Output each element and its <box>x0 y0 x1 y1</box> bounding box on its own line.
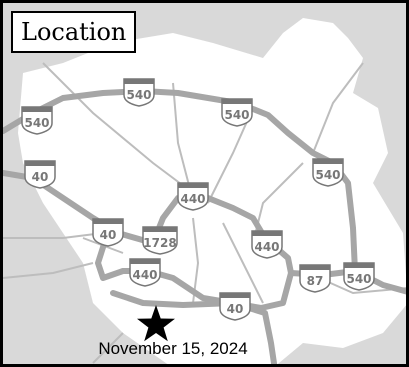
map-canvas: 540 540 540 540 540 <box>3 18 406 364</box>
date-caption: November 15, 2024 <box>98 339 248 358</box>
shield-440-bottom: 440 <box>129 258 161 287</box>
svg-text:87: 87 <box>307 274 324 288</box>
svg-text:440: 440 <box>132 268 157 282</box>
i540-loop <box>3 88 358 274</box>
minor-roads <box>3 62 406 364</box>
svg-text:440: 440 <box>254 240 279 254</box>
shield-540-top-right: 540 <box>221 98 253 127</box>
map-title: Location <box>11 11 137 53</box>
shield-440-top: 440 <box>177 182 209 211</box>
shield-540-right: 540 <box>312 158 344 187</box>
shield-1728: 1728 <box>142 226 178 255</box>
svg-text:1728: 1728 <box>143 236 176 250</box>
shield-layer: 540 540 540 540 540 <box>21 78 375 321</box>
svg-text:40: 40 <box>100 228 117 242</box>
svg-text:540: 540 <box>24 116 49 130</box>
shield-540-left: 540 <box>21 106 53 135</box>
shield-87: 87 <box>299 264 331 293</box>
shield-540-bottom-right: 540 <box>343 262 375 291</box>
svg-text:540: 540 <box>346 272 371 286</box>
svg-text:40: 40 <box>227 302 244 316</box>
star-icon <box>137 305 175 342</box>
svg-text:40: 40 <box>32 170 49 184</box>
svg-text:540: 540 <box>224 108 249 122</box>
svg-text:440: 440 <box>180 192 205 206</box>
svg-text:540: 540 <box>315 168 340 182</box>
shield-40-middle: 40 <box>92 218 124 247</box>
shield-40-left: 40 <box>24 160 56 189</box>
shield-40-bottom: 40 <box>219 292 251 321</box>
svg-text:540: 540 <box>126 88 151 102</box>
shield-440-right: 440 <box>251 230 283 259</box>
shield-540-top: 540 <box>123 78 155 107</box>
